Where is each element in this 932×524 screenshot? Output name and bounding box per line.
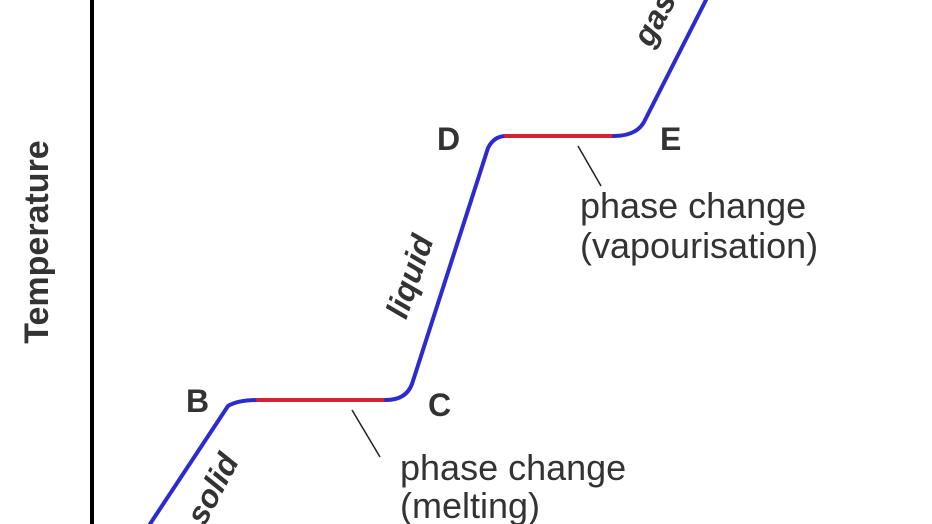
vapourisation-annotation-line2: (vapourisation) [580,225,818,266]
melting-annotation-line2: (melting) [400,485,540,524]
segment-label-solid: solid [179,446,247,524]
vapourisation-leader-line [577,145,602,187]
point-label-b: B [186,383,209,419]
point-label-e: E [660,121,681,157]
point-label-d: D [437,121,460,157]
y-axis-label: Temperature [18,140,56,343]
curve-segment-solid [148,398,260,524]
curve-segment-gas [612,0,708,138]
segment-label-gas: gas [625,0,683,53]
segment-label-liquid: liquid [379,229,441,323]
vapourisation-annotation-line1: phase change [580,185,806,226]
curve-segment-liquid [384,134,508,402]
melting-leader-line [351,409,381,458]
heating-curve [148,0,708,524]
melting-annotation-line1: phase change [400,447,626,488]
point-label-c: C [428,387,451,423]
